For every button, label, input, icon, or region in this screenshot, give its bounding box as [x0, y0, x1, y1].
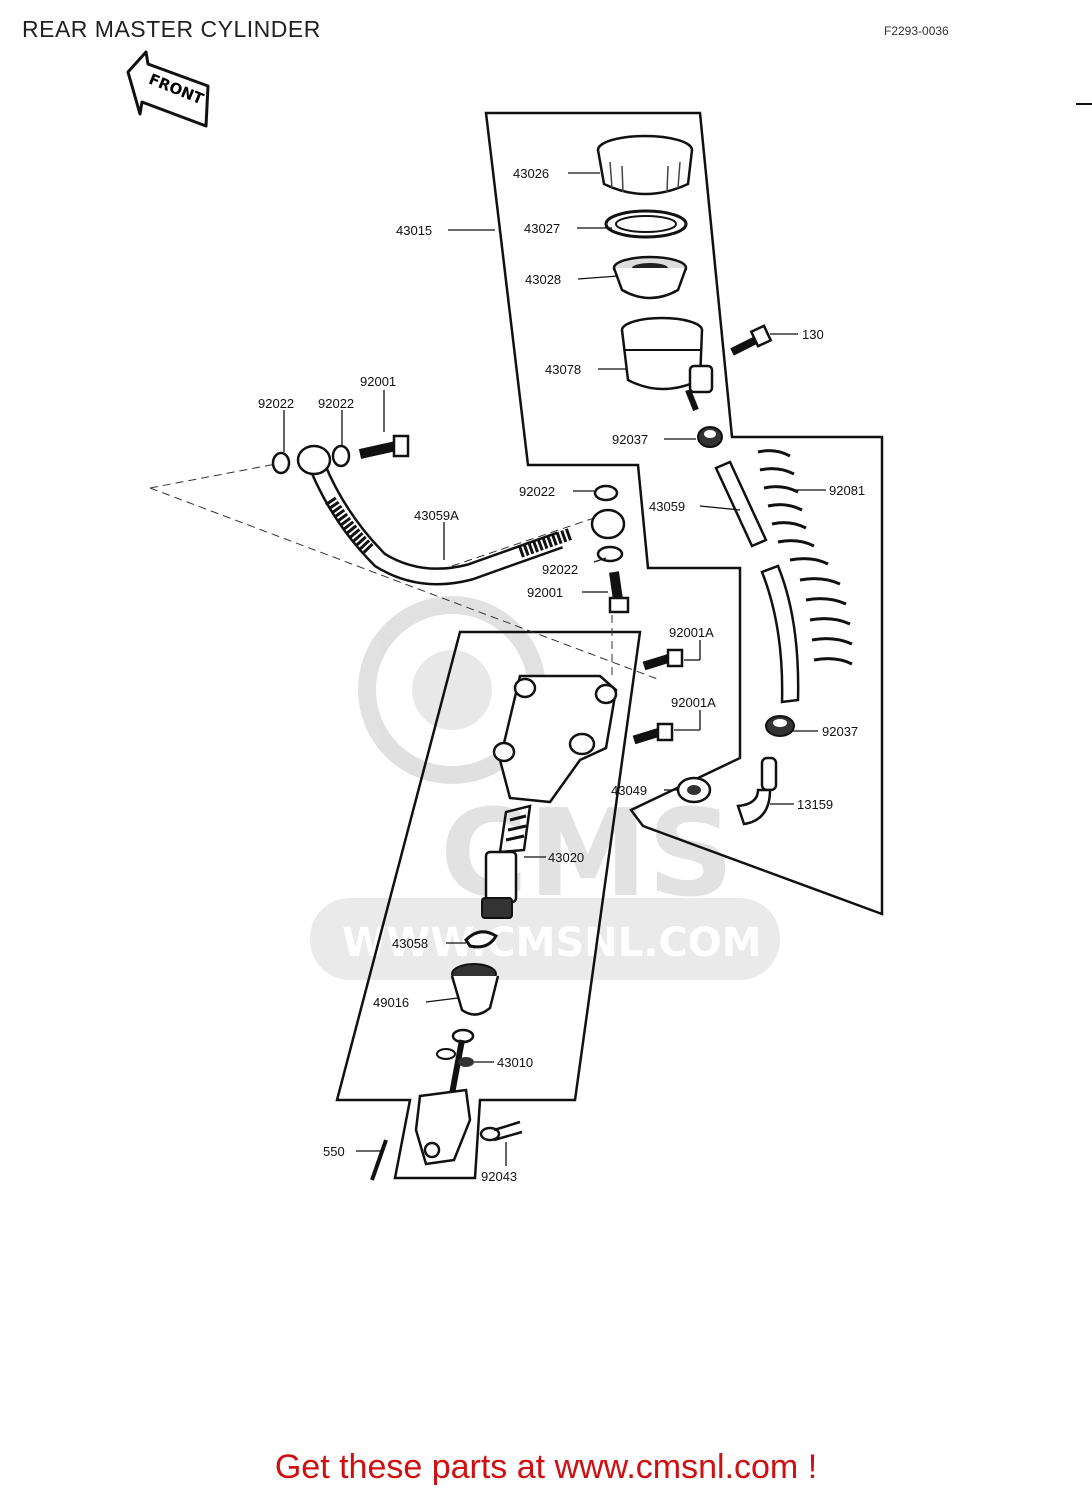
part-label-43059[interactable]: 43059 [649, 499, 685, 514]
footer-promo-link[interactable]: Get these parts at www.cmsnl.com ! [274, 1448, 818, 1486]
part-labels: 43026 43015 43027 43028 130 43078 92001 … [258, 166, 865, 1184]
banjo-bolt-mid [608, 571, 630, 614]
part-label-92037-bot[interactable]: 92037 [822, 724, 858, 739]
part-label-43020[interactable]: 43020 [548, 850, 584, 865]
clevis-joint [414, 1088, 472, 1166]
brake-hose [296, 444, 626, 586]
part-label-92022-lower[interactable]: 92022 [542, 562, 578, 577]
hose-spring-guard [757, 449, 853, 666]
part-label-43059A[interactable]: 43059A [414, 508, 459, 523]
piston-assembly [481, 804, 532, 919]
banjo-bolt-top [358, 434, 410, 459]
reservoir-inlet-fitting [676, 776, 712, 804]
circlip [464, 930, 499, 949]
alignment-lines [149, 463, 661, 681]
front-arrow-icon: FRONT [126, 50, 210, 128]
mounting-bolts [632, 648, 684, 745]
hose-elbow-fitting [736, 756, 778, 826]
leader-lines [283, 172, 826, 1166]
master-cylinder-body [492, 674, 618, 804]
dust-boot [450, 963, 500, 1016]
part-label-13159[interactable]: 13159 [797, 797, 833, 812]
clevis-pin [479, 1120, 523, 1142]
hose-washers [271, 444, 624, 563]
diaphragm [612, 255, 688, 300]
watermark-url: WWW.CMSNL.COM [342, 920, 762, 966]
part-label-92043[interactable]: 92043 [481, 1169, 517, 1184]
hose-clamp-top [697, 426, 723, 448]
part-label-92001-mid[interactable]: 92001 [527, 585, 563, 600]
reservoir-body [620, 316, 714, 412]
part-label-43015[interactable]: 43015 [396, 223, 432, 238]
reservoir-hose [714, 460, 800, 704]
part-label-130[interactable]: 130 [802, 327, 824, 342]
part-label-49016[interactable]: 49016 [373, 995, 409, 1010]
part-label-43028[interactable]: 43028 [525, 272, 561, 287]
diagram-reference: F2293-0036 [884, 24, 949, 38]
part-label-43049[interactable]: 43049 [611, 783, 647, 798]
part-label-92001-top[interactable]: 92001 [360, 374, 396, 389]
reservoir-assembly-outline [484, 111, 884, 916]
part-label-550[interactable]: 550 [323, 1144, 345, 1159]
cotter-pin [370, 1139, 388, 1181]
part-label-92022-left[interactable]: 92022 [258, 396, 294, 411]
page-title: REAR MASTER CYLINDER [22, 16, 321, 42]
part-label-92037-top[interactable]: 92037 [612, 432, 648, 447]
cylinder-assembly-outline [335, 630, 642, 1180]
part-label-92001A-bot[interactable]: 92001A [671, 695, 716, 710]
part-label-92022-mid[interactable]: 92022 [318, 396, 354, 411]
part-label-92081[interactable]: 92081 [829, 483, 865, 498]
part-label-43027[interactable]: 43027 [524, 221, 560, 236]
reservoir-cap [596, 134, 694, 196]
part-label-43026[interactable]: 43026 [513, 166, 549, 181]
push-rod [436, 1028, 475, 1095]
part-label-43010[interactable]: 43010 [497, 1055, 533, 1070]
part-label-92001A-top[interactable]: 92001A [669, 625, 714, 640]
hose-clamp-bottom [765, 715, 795, 737]
part-label-92022-right[interactable]: 92022 [519, 484, 555, 499]
cap-gasket [604, 209, 688, 239]
part-label-43058[interactable]: 43058 [392, 936, 428, 951]
reservoir-bolt [730, 324, 773, 356]
part-label-43078[interactable]: 43078 [545, 362, 581, 377]
